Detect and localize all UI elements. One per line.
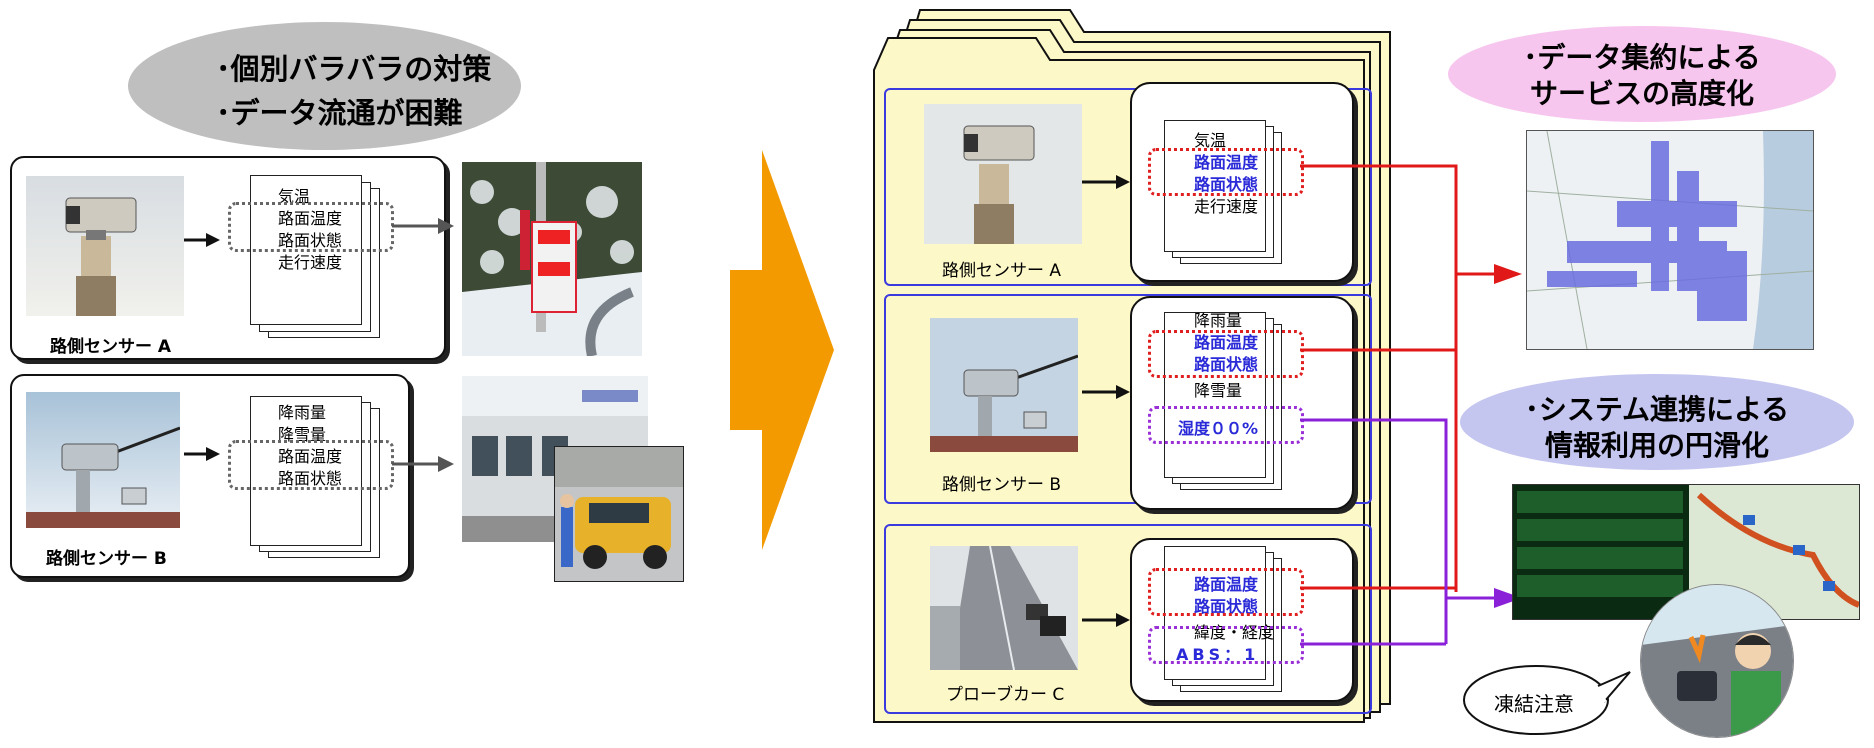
source-a-caption: 路側センサー A [942,261,1062,281]
camera-photo-right-a [924,104,1082,244]
source-frame-c [884,524,1372,714]
arrow-right-icon [392,456,454,472]
driver-illustration [1640,584,1794,738]
selection-red-a [1148,148,1304,196]
selection-purple-b [1148,406,1304,444]
transition-arrow-icon [730,150,834,550]
patrol-car-photo [554,446,684,582]
selection-red-b [1148,330,1304,378]
freeze-warning-text: 凍結注意 [1494,692,1574,716]
doc-item: 降雨量 [1194,311,1243,330]
benefit-2-title: ･システム連携による 情報利用の円滑化 [1460,392,1854,464]
selection-dotted-b [228,440,394,490]
doc-item: 湿度００% [1178,419,1259,438]
doc-list-b: 降雨量 降雪量 路面温度 路面状態 [278,402,342,490]
arrow-right-icon [392,218,454,234]
camera-photo-a [26,176,184,316]
source-frame-a [884,88,1372,286]
selection-red-c [1148,568,1304,616]
doc-list-a: 気温 路面温度 路面状態 走行速度 [278,186,342,274]
benefit-1-line: ･データ集約による [1523,41,1761,74]
source-c-caption: プローブカー C [946,685,1065,705]
doc-front [1164,120,1266,252]
data-list-a: 気温 路面温度 路面状態 走行速度 [1194,130,1258,218]
source-b-caption: 路側センサー B [942,475,1062,495]
benefit-bubble-2 [1460,374,1854,470]
benefit-2-line: 情報利用の円滑化 [1544,429,1769,462]
doc-item: 路面状態 [278,469,343,488]
camera-photo-b [26,392,180,528]
camera-photo-right-b [930,318,1078,452]
selection-dotted-a [228,202,394,252]
arrow-right-icon [1082,175,1130,189]
data-list-b: 降雨量 路面温度 路面状態 降雪量 湿度００% [1178,310,1259,440]
problem-bubble: ･個別バラバラの対策 ･データ流通が困難 [128,22,521,150]
doc-front-b [250,396,362,546]
data-flow-lines [1300,164,1522,646]
doc-item: 気温 [1194,131,1227,150]
source-frame-b [884,294,1372,504]
doc-item: 路面温度 [1194,153,1259,172]
benefit-bubble-1 [1448,26,1836,122]
problem-line-1: ･個別バラバラの対策 [216,52,492,86]
speech-balloon-icon [1463,665,1631,735]
doc-front [1164,312,1266,478]
doc-item: 路面状態 [1194,175,1259,194]
doc-item: 降雪量 [278,425,327,444]
arrow-right-icon [184,233,220,247]
doc-item: 降雨量 [278,403,327,422]
doc-item: 気温 [278,187,311,206]
doc-item: 走行速度 [1194,197,1259,216]
doc-item: 路面温度 [1194,575,1259,594]
system-screen-image [1512,484,1860,620]
doc-item: 路面温度 [278,447,343,466]
aggregated-map-image [1526,130,1814,350]
doc-item: 路面状態 [1194,355,1259,374]
doc-item: 走行速度 [278,253,343,272]
doc-item: 降雪量 [1194,381,1243,400]
benefit-1-title: ･データ集約による サービスの高度化 [1448,40,1836,112]
doc-item: 路面状態 [278,231,343,250]
probe-road-photo [930,546,1078,670]
doc-item: 路面状態 [1194,597,1259,616]
doc-item: ABS：1 [1176,645,1260,664]
sensor-a-caption: 路側センサー A [50,337,172,357]
snow-road-photo [462,162,642,356]
arrow-right-icon [1082,613,1130,627]
problem-line-2: ･データ流通が困難 [216,96,463,130]
doc-item: 路面温度 [278,209,343,228]
benefit-2-line: ･システム連携による [1524,393,1790,426]
selection-purple-c [1148,626,1304,664]
benefit-1-line: サービスの高度化 [1529,77,1754,110]
sensor-b-caption: 路側センサー B [46,549,167,569]
arrow-right-icon [1082,385,1130,399]
arrow-right-icon [184,447,220,461]
doc-item: 路面温度 [1194,333,1259,352]
